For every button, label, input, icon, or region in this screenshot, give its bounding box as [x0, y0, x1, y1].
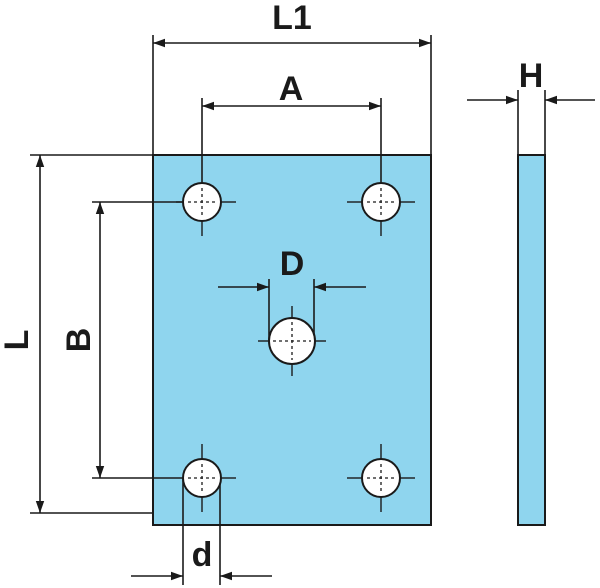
label-h: H: [519, 57, 544, 95]
hole-bottom-left: [182, 444, 236, 512]
plate-side-view: [517, 154, 546, 526]
dimension-l: L: [0, 154, 153, 514]
dimension-a: A: [201, 70, 382, 185]
label-d-small: d: [192, 536, 213, 574]
hole-top-right: [347, 182, 415, 236]
label-a: A: [279, 70, 304, 108]
label-b: B: [60, 328, 98, 353]
hole-bottom-right: [347, 444, 415, 512]
label-l1: L1: [272, 0, 312, 37]
dimension-d-small: d: [131, 478, 272, 585]
label-l: L: [0, 330, 36, 351]
hole-center: [258, 306, 326, 376]
dimension-d-large: D: [218, 245, 366, 341]
dimension-l1: L1: [152, 0, 432, 155]
dimension-h: H: [467, 57, 595, 155]
label-d-large: D: [280, 245, 305, 283]
hole-top-left: [176, 182, 236, 236]
